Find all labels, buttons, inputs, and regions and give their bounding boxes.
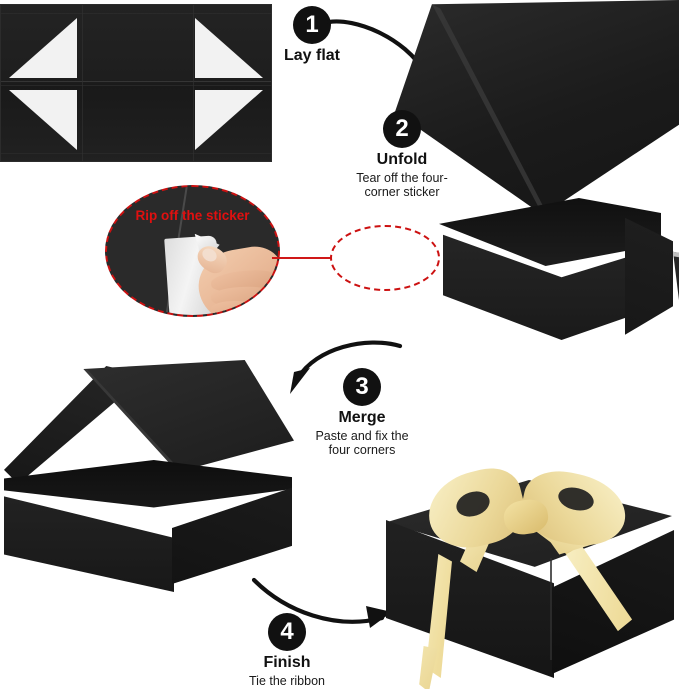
board-seam-top	[1, 13, 271, 14]
corner-sticker-bottom-left	[9, 90, 77, 150]
step-3-badge: 3	[343, 368, 381, 406]
step-1-title: Lay flat	[283, 47, 340, 64]
step-4-subtitle-line1: Tie the ribbon	[249, 674, 325, 688]
corner-sticker-bottom-right	[195, 90, 263, 150]
flat-box-illustration	[0, 4, 272, 162]
assembled-box-illustration	[0, 360, 294, 592]
arrow-step2-to-step3	[290, 340, 403, 394]
box2-unfolded-flap	[673, 251, 679, 342]
magnifier-finger-3	[210, 300, 268, 315]
ribbon-box-illustration	[382, 461, 675, 689]
step-2-subtitle-line2: corner sticker	[364, 185, 440, 199]
board-seam-middle	[1, 81, 271, 82]
board-seam-right-fold	[193, 5, 194, 161]
box4-corner-seam	[550, 558, 552, 660]
step-4-title: Finish	[263, 654, 311, 671]
step-1-badge: 1	[293, 6, 331, 44]
step-4-badge: 4	[268, 613, 306, 651]
board-seam-left-fold	[82, 5, 83, 161]
step-2-title: Unfold	[376, 151, 428, 168]
step-2-badge: 2	[383, 110, 421, 148]
step-2-subtitle-line1: Tear off the four-	[356, 171, 448, 185]
step-3-group: 3 Merge Paste and fix the four corners	[296, 368, 428, 457]
board-seam-bottom	[1, 153, 271, 154]
step-4-group: 4 Finish Tie the ribbon	[231, 613, 343, 688]
open-box-illustration	[335, 0, 679, 345]
step-1-group: 1 Lay flat	[269, 6, 355, 65]
board-seam-middle-2	[1, 85, 271, 86]
sticker-peel-magnifier: Rip off the sticker	[105, 185, 280, 317]
magnifier-caption: Rip off the sticker	[135, 208, 250, 223]
step-3-subtitle-line2: four corners	[328, 443, 396, 457]
callout-target-ellipse	[330, 225, 440, 291]
callout-leader-line	[272, 257, 332, 259]
ribbon-tail	[419, 646, 438, 689]
corner-sticker-top-left	[9, 18, 77, 78]
corner-sticker-top-right	[195, 18, 263, 78]
step-3-title: Merge	[338, 409, 386, 426]
arrow-step3-to-step4	[251, 577, 392, 628]
box3-lid-right-panel	[83, 360, 294, 472]
step-2-group: 2 Unfold Tear off the four- corner stick…	[338, 110, 466, 199]
step-3-subtitle-line1: Paste and fix the	[315, 429, 409, 443]
